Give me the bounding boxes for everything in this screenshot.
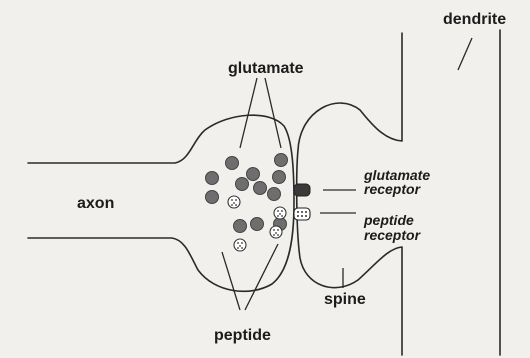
glutamate-vesicle (268, 188, 281, 201)
glutamate-receptor-label-line2: receptor (364, 181, 422, 197)
glutamate-vesicle (254, 182, 267, 195)
glutamate-label: glutamate (228, 60, 304, 77)
spine-label: spine (324, 291, 366, 308)
glutamate-vesicle (275, 154, 288, 167)
axon-label: axon (77, 195, 114, 212)
peptide-label: peptide (214, 327, 271, 344)
axon-terminal-outline (28, 115, 294, 291)
glutamate-vesicle (206, 191, 219, 204)
peptide-vesicle (228, 196, 240, 208)
glutamate-receptor (294, 184, 310, 196)
peptide-vesicle (274, 207, 286, 219)
peptide-vesicle (234, 239, 246, 251)
glutamate-vesicle (226, 157, 239, 170)
peptide-receptor (294, 208, 310, 220)
glutamate-vesicle (273, 171, 286, 184)
peptide-receptor-label-line1: peptide (363, 212, 414, 228)
glutamate-vesicle (206, 172, 219, 185)
peptide-vesicle (270, 226, 282, 238)
glutamate-vesicle (234, 220, 247, 233)
dendrite-label: dendrite (443, 11, 506, 28)
glutamate-vesicles (206, 154, 288, 233)
glutamate-vesicle (247, 168, 260, 181)
glutamate-vesicle (251, 218, 264, 231)
peptide-receptor-label-line2: receptor (364, 227, 422, 243)
glutamate-vesicle (236, 178, 249, 191)
